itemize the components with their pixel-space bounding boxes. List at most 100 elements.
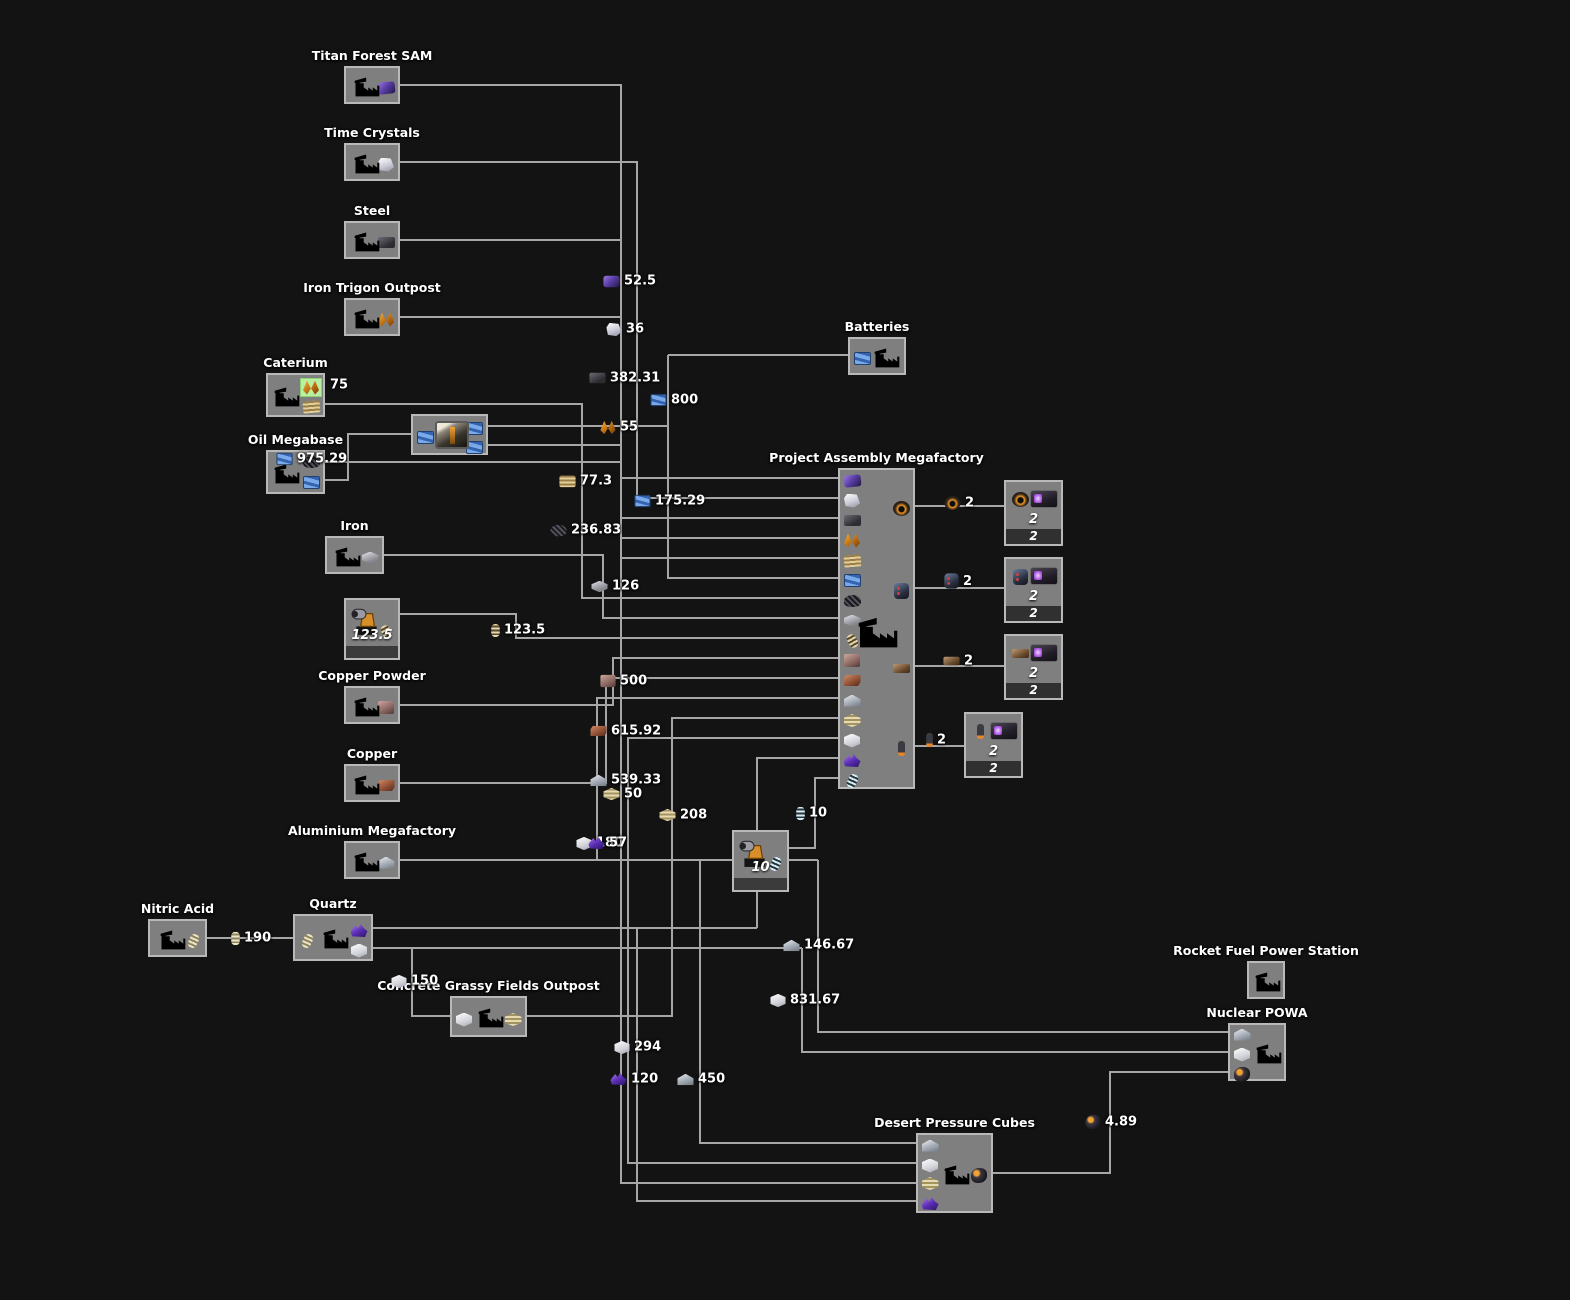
part-b-icon[interactable] [893, 582, 909, 599]
titan-forest-sam[interactable] [344, 66, 400, 104]
output-port[interactable] [360, 549, 380, 566]
input-port[interactable] [842, 752, 862, 769]
aluminum-ingot-icon[interactable] [843, 694, 861, 707]
input-port[interactable] [920, 1157, 940, 1174]
input-port[interactable] [842, 532, 862, 549]
output-port[interactable] [349, 922, 369, 939]
part-c-icon[interactable] [1011, 649, 1029, 658]
aluminum-ingot-icon[interactable] [1233, 1028, 1251, 1041]
time-crystal-icon[interactable] [378, 157, 394, 172]
quickwire-icon[interactable] [302, 399, 320, 414]
cable-icon[interactable] [302, 455, 320, 468]
output-port[interactable] [503, 1011, 523, 1028]
nitric-acid[interactable] [148, 919, 207, 957]
caterium[interactable] [266, 373, 325, 417]
iron[interactable] [325, 536, 384, 574]
silica-tan-icon[interactable] [504, 1013, 522, 1026]
iron-plate-icon[interactable] [361, 551, 379, 564]
fuel-capsule-miner[interactable]: 10 [732, 830, 789, 892]
input-port[interactable] [842, 692, 862, 709]
part-d-icon[interactable] [897, 741, 905, 756]
input-port[interactable] [842, 592, 862, 609]
copper-powder-icon[interactable] [844, 654, 860, 667]
cable-icon[interactable] [843, 594, 861, 607]
steel[interactable] [344, 221, 400, 259]
input-port[interactable] [415, 429, 435, 446]
time-crystal-icon[interactable] [844, 493, 860, 508]
copper-ingot-icon[interactable] [843, 675, 861, 686]
output-port[interactable] [969, 1167, 989, 1184]
concrete-grassy-fields-outpost[interactable] [450, 996, 527, 1037]
part-a-icon[interactable] [892, 501, 910, 516]
input-port[interactable] [297, 932, 317, 949]
desert-pressure-cubes[interactable] [916, 1133, 993, 1213]
oil-megabase[interactable] [266, 450, 325, 494]
output-port[interactable] [349, 942, 369, 959]
sink-item-port[interactable] [1010, 568, 1030, 585]
aluminum-ingot-icon[interactable] [921, 1139, 939, 1152]
aluminum-ingot-icon[interactable] [377, 856, 395, 869]
time-crystals[interactable] [344, 143, 400, 181]
white-cube-icon[interactable] [1234, 1047, 1250, 1062]
copper-powder-icon[interactable] [378, 701, 394, 714]
plastic-icon[interactable] [853, 352, 871, 365]
sink-item-port[interactable] [1010, 645, 1030, 662]
input-port[interactable] [920, 1195, 940, 1212]
plastic-icon[interactable] [416, 431, 434, 444]
input-port[interactable] [842, 552, 862, 569]
input-port[interactable] [842, 652, 862, 669]
output-port[interactable] [301, 379, 321, 396]
output-port[interactable] [301, 453, 321, 470]
quickwire-icon[interactable] [843, 553, 861, 568]
copper[interactable] [344, 764, 400, 802]
output-port[interactable] [376, 699, 396, 716]
sink-item-port[interactable] [1010, 491, 1030, 508]
nitric-canister-icon[interactable] [300, 932, 314, 949]
fuel-capsule-icon[interactable] [845, 772, 859, 789]
input-port[interactable] [842, 492, 862, 509]
white-cube-icon[interactable] [351, 943, 367, 958]
uranium-cell-miner[interactable]: 123.5 [344, 598, 400, 660]
quartz-icon[interactable] [843, 754, 861, 767]
iron-trigon-outpost[interactable] [344, 298, 400, 336]
pressure-cube-icon[interactable] [1234, 1067, 1250, 1082]
sam-icon[interactable] [842, 473, 862, 488]
aluminium-megafactory[interactable] [344, 841, 400, 879]
quartz-icon[interactable] [921, 1197, 939, 1210]
copper-ingot-icon[interactable] [377, 780, 395, 791]
part-a-icon[interactable] [1011, 492, 1029, 507]
project-assembly-megafactory[interactable] [838, 468, 915, 789]
input-port[interactable] [842, 512, 862, 529]
batteries[interactable] [848, 337, 906, 375]
input-port[interactable] [920, 1175, 940, 1192]
input-port[interactable] [842, 712, 862, 729]
output-port[interactable] [376, 311, 396, 328]
output-port[interactable] [376, 777, 396, 794]
input-port[interactable] [842, 612, 862, 629]
input-port[interactable] [842, 472, 862, 489]
quartz-icon[interactable] [350, 924, 368, 937]
input-port[interactable] [842, 672, 862, 689]
iron-plate-icon[interactable] [843, 614, 861, 627]
output-port[interactable] [376, 854, 396, 871]
output-port[interactable] [891, 660, 911, 677]
input-port[interactable] [1232, 1066, 1252, 1083]
input-port[interactable] [1232, 1046, 1252, 1063]
plastic-icon[interactable] [302, 476, 320, 489]
steel-icon[interactable] [843, 515, 861, 526]
part-d-icon[interactable] [976, 724, 984, 739]
input-port[interactable] [842, 732, 862, 749]
output-port[interactable] [301, 474, 321, 491]
part-b-icon[interactable] [1012, 568, 1028, 585]
plastic-icon[interactable] [843, 574, 861, 587]
quartz[interactable] [293, 914, 373, 961]
output-port[interactable] [376, 156, 396, 173]
output-port[interactable] [301, 398, 321, 415]
input-port[interactable] [454, 1011, 474, 1028]
silica-tan-icon[interactable] [921, 1177, 939, 1190]
output-port[interactable] [891, 740, 911, 757]
